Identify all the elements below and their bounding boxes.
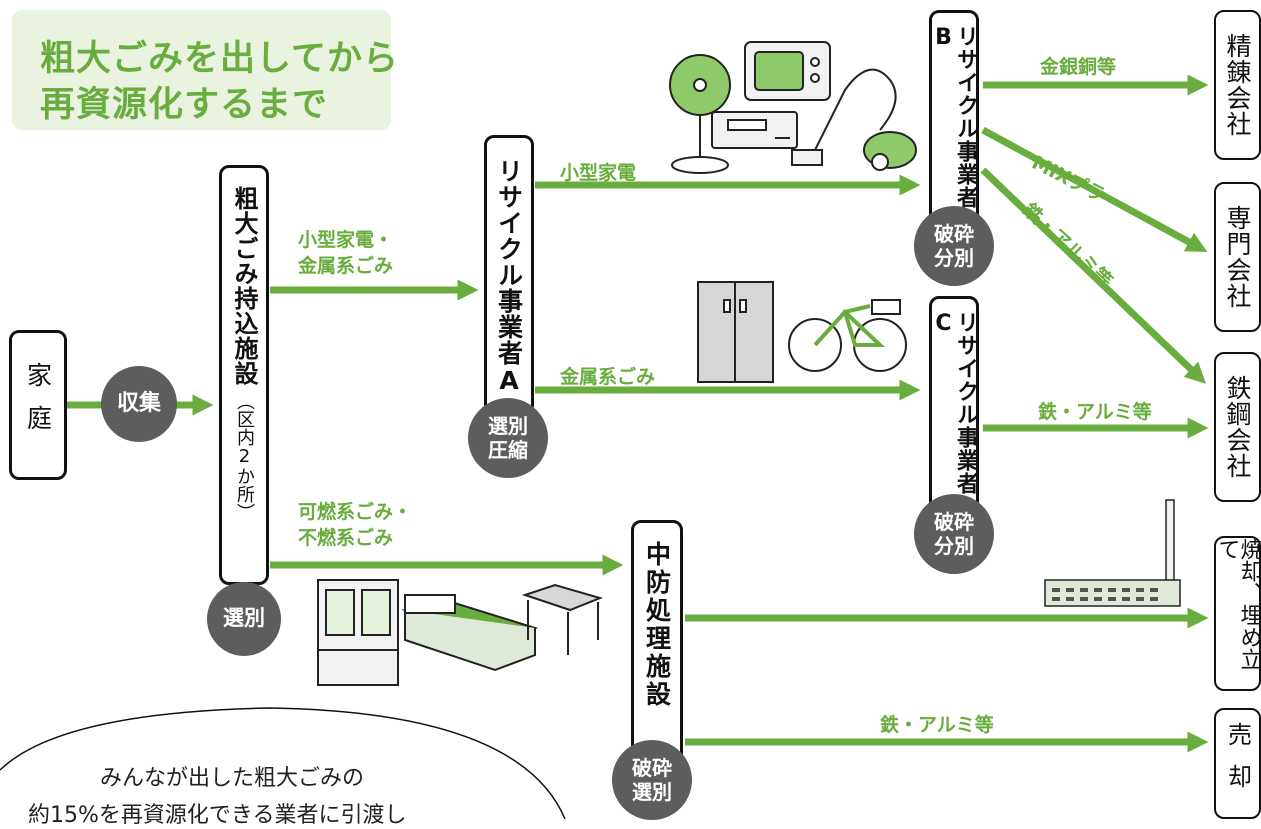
fan-icon xyxy=(669,54,731,174)
process-crush-sort-b-line1: 破砕 xyxy=(934,222,974,246)
node-recycler-b: リサイクル事業者B xyxy=(929,10,979,225)
flow-label-small-metal: 小型家電・ 金属系ごみ xyxy=(298,228,393,279)
locker-icon xyxy=(697,281,774,383)
process-collect-label: 収集 xyxy=(116,390,161,416)
node-home: 家庭 xyxy=(9,330,67,480)
process-crush-sort-c-line2: 分別 xyxy=(934,534,974,558)
flow-label-iron-al-chubo: 鉄・アルミ等 xyxy=(880,714,994,736)
node-specialist-label: 専門会社 xyxy=(1223,205,1252,309)
node-recycler-c-label: リサイクル事業者C xyxy=(931,311,978,495)
node-sale: 売却 xyxy=(1214,708,1261,819)
flow-label-small-metal-line1: 小型家電・ xyxy=(298,229,394,251)
node-facility-label: 粗大ごみ持込施設 xyxy=(230,186,258,386)
node-recycler-a-label: リサイクル事業者A xyxy=(494,158,524,396)
arrow-b-steel xyxy=(980,167,1207,384)
process-select-compress-line1: 選別 xyxy=(488,414,528,438)
node-incinerate-label: 焼却、埋め立て xyxy=(1214,538,1261,670)
node-steel: 鉄鋼会社 xyxy=(1214,352,1261,502)
vacuum-icon xyxy=(791,68,917,171)
node-sale-label: 売却 xyxy=(1223,721,1252,806)
cabinet-icon xyxy=(317,579,399,686)
flow-label-metal-waste: 金属系ごみ xyxy=(560,366,656,388)
flow-label-small-metal-line2: 金属系ごみ xyxy=(298,254,394,277)
process-crush-select-line2: 選別 xyxy=(632,780,672,804)
bubble-text-line2: 約15%を再資源化できる業者に引渡し xyxy=(28,803,407,828)
title-box: 粗大ごみを出してから 再資源化するまで xyxy=(12,10,398,130)
process-select-compress: 選別 圧縮 xyxy=(468,398,548,478)
process-crush-select: 破砕 選別 xyxy=(612,740,692,820)
title-line-2: 再資源化するまで xyxy=(40,85,329,125)
table-icon xyxy=(521,583,604,655)
bubble-text-line1: みんなが出した粗大ごみの xyxy=(100,766,365,791)
process-select-label: 選別 xyxy=(223,606,265,631)
process-crush-sort-b-line2: 分別 xyxy=(934,246,974,270)
process-crush-sort-c: 破砕 分別 xyxy=(914,494,994,574)
process-select-compress-line2: 圧縮 xyxy=(488,438,528,462)
process-collect: 収集 xyxy=(101,366,177,442)
process-select: 選別 xyxy=(207,582,281,656)
flow-label-burnable-line2: 不燃系ごみ xyxy=(298,526,394,549)
flow-label-burnable: 可燃系ごみ・ 不燃系ごみ xyxy=(298,500,412,551)
bed-icon xyxy=(401,594,539,672)
arrow-b-specialist xyxy=(981,126,1208,253)
node-facility-note: （区内2か所） xyxy=(234,392,255,521)
node-facility: 粗大ごみ持込施設 （区内2か所） xyxy=(219,165,269,585)
node-incinerate: 焼却、埋め立て xyxy=(1214,536,1261,691)
node-recycler-b-label: リサイクル事業者B xyxy=(931,25,978,209)
node-recycler-a: リサイクル事業者A xyxy=(484,135,534,415)
node-chubo: 中防処理施設 xyxy=(631,520,683,770)
node-smelting: 精錬会社 xyxy=(1214,10,1261,160)
bicycle-icon xyxy=(788,299,907,372)
factory-icon xyxy=(1044,499,1181,607)
node-smelting-label: 精錬会社 xyxy=(1223,33,1252,137)
tv-icon xyxy=(744,41,831,101)
node-specialist: 専門会社 xyxy=(1214,182,1261,332)
flow-label-burnable-line1: 可燃系ごみ・ xyxy=(298,501,413,523)
bubble-outline xyxy=(0,707,566,819)
node-steel-label: 鉄鋼会社 xyxy=(1223,375,1252,479)
node-chubo-label: 中防処理施設 xyxy=(642,541,672,709)
flow-label-iron-al-c: 鉄・アルミ等 xyxy=(1038,401,1152,423)
node-home-label: 家庭 xyxy=(23,362,53,448)
title-line-1: 粗大ごみを出してから xyxy=(40,39,399,79)
node-recycler-c: リサイクル事業者C xyxy=(929,296,979,511)
process-crush-select-line1: 破砕 xyxy=(632,756,672,780)
flow-label-small-appliances: 小型家電 xyxy=(560,162,637,184)
vcr-icon xyxy=(711,111,798,149)
flow-label-precious: 金銀銅等 xyxy=(1040,56,1117,78)
process-crush-sort-b: 破砕 分別 xyxy=(914,206,994,286)
process-crush-sort-c-line1: 破砕 xyxy=(934,510,974,534)
